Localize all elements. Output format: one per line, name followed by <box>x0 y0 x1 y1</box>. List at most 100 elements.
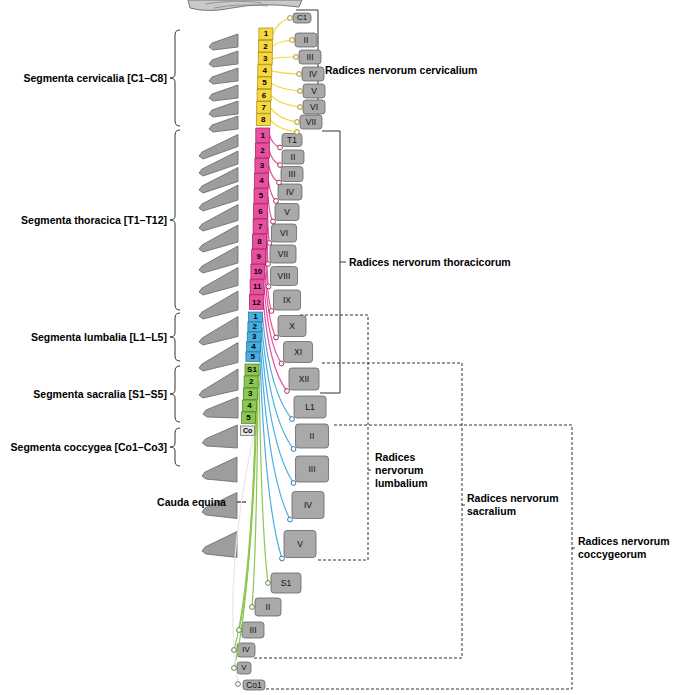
vertebra-number: II <box>291 152 296 162</box>
segment-brace <box>170 30 180 126</box>
vertebra-number: X <box>289 321 295 331</box>
part-label: Cauda equina <box>157 496 226 509</box>
vertebral-body <box>237 662 251 674</box>
vertebra-number: V <box>241 663 246 673</box>
segment-number: 7 <box>258 222 262 231</box>
root-group-label: Radices nervorum coccygeorum <box>578 535 674 561</box>
spinal-ganglion <box>237 628 242 633</box>
nerve-root <box>271 95 300 107</box>
cord-segment <box>257 89 271 101</box>
vertebral-body <box>302 67 324 81</box>
spinal-ganglion <box>290 417 295 422</box>
root-bracket <box>320 131 346 393</box>
spinous-process <box>199 246 238 273</box>
cord-segment <box>251 265 265 280</box>
nerve-root <box>271 108 297 122</box>
vertebral-body <box>303 100 325 114</box>
nerve-root <box>239 394 257 630</box>
cord-segment <box>243 388 257 399</box>
nerve-root <box>259 370 268 583</box>
cord-segment <box>257 102 271 114</box>
segment-number: 4 <box>247 401 251 410</box>
spinal-ganglion <box>267 241 272 246</box>
segment-number: 5 <box>259 191 263 200</box>
spinal-ganglion <box>278 163 283 168</box>
cord-segment <box>252 234 266 249</box>
segment-number: 1 <box>261 131 265 140</box>
cord-segment <box>241 426 255 435</box>
spinal-ganglion <box>279 361 284 366</box>
cord-segment <box>248 322 262 331</box>
segment-number: 8 <box>261 115 265 124</box>
segment-number: 5 <box>262 78 266 87</box>
segment-number: 12 <box>252 298 261 307</box>
segment-number: 6 <box>262 91 266 100</box>
nerve-root <box>273 40 292 46</box>
cord-segment <box>247 342 261 351</box>
vertebra-number: II <box>266 602 271 612</box>
cord-segment <box>255 158 269 173</box>
cord-segment <box>258 53 272 65</box>
vertebra-number: VII <box>306 117 316 127</box>
vertebra-number: VIII <box>278 271 291 281</box>
spinal-ganglion <box>280 556 285 561</box>
cord-segment <box>254 204 268 219</box>
vertebral-body <box>255 598 281 616</box>
segment-number: 1 <box>253 312 257 321</box>
vertebral-body <box>281 167 303 182</box>
root-group-label: Radices nervorum sacralium <box>467 492 567 518</box>
cord-segment <box>254 189 268 204</box>
spinal-ganglion <box>266 581 271 586</box>
nerve-root <box>270 120 297 132</box>
spinous-process <box>199 343 238 372</box>
spinous-process <box>209 116 238 132</box>
segment-number: 4 <box>259 176 263 185</box>
nerve-root <box>272 71 299 74</box>
cord-segment <box>242 412 256 423</box>
spinous-process <box>199 369 238 398</box>
vertebral-body <box>296 456 329 482</box>
vertebra-number: S1 <box>281 578 291 588</box>
vertebra-number: VII <box>278 249 288 259</box>
spinal-ganglion <box>278 145 283 150</box>
segment-brace <box>170 366 180 422</box>
nerve-root <box>261 347 291 520</box>
segment-number: Co <box>243 427 252 435</box>
cord-segment <box>253 219 267 234</box>
spinous-process <box>199 185 238 211</box>
spinal-ganglion <box>298 89 303 94</box>
spinal-ganglion <box>266 262 271 267</box>
cord-segment <box>252 249 266 264</box>
segment-brace <box>170 428 180 466</box>
spinal-ganglion <box>232 648 237 653</box>
vertebra-number: II <box>310 431 315 441</box>
spinal-ganglion <box>274 335 279 340</box>
spinal-ganglion <box>277 180 282 185</box>
nerve-root <box>269 166 279 183</box>
vertebra-number: C1 <box>297 13 307 23</box>
vertebral-body <box>242 622 264 638</box>
segment-number: 4 <box>263 66 267 75</box>
nerve-root <box>271 83 300 91</box>
segment-number: 10 <box>253 267 262 276</box>
cord-segment <box>249 312 263 321</box>
segment-number: 11 <box>253 282 261 291</box>
vertebral-body <box>303 84 325 98</box>
spinous-process <box>209 51 238 67</box>
segment-brace <box>170 130 180 310</box>
vertebra-number: VI <box>280 228 288 238</box>
spinal-ganglion <box>298 105 303 110</box>
spinal-ganglion <box>291 481 296 486</box>
nerve-root <box>263 302 287 391</box>
spinal-ganglion <box>288 517 293 522</box>
cord-segment <box>247 332 261 341</box>
spinal-ganglion <box>291 447 296 452</box>
vertebral-body <box>275 204 299 221</box>
spinous-process <box>199 317 238 346</box>
root-group-label: Radices nervorum lumbalium <box>375 451 459 490</box>
spinous-process <box>199 291 238 319</box>
vertebral-body <box>293 13 311 23</box>
segment-number: 8 <box>257 237 261 246</box>
spinal-ganglion <box>232 666 237 671</box>
segment-number: 2 <box>253 322 257 331</box>
